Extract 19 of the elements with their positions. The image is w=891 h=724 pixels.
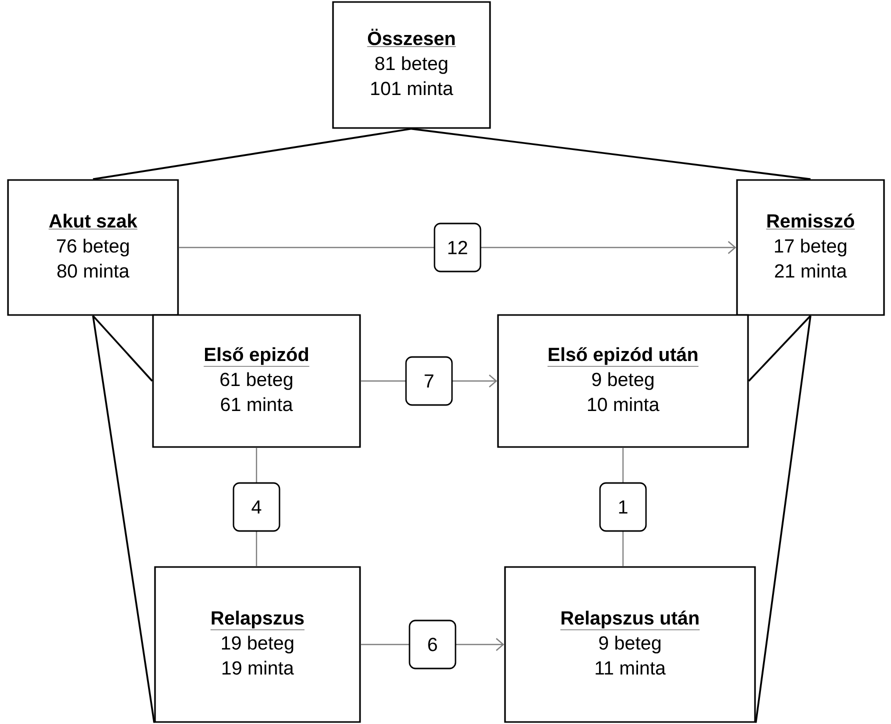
stage-box: Relapszus 19 beteg 19 minta [154, 566, 361, 723]
count-box: 1 [599, 482, 647, 532]
stage-box: Remisszó 17 beteg 21 minta [736, 179, 885, 316]
stage-box: Első epizód 61 beteg 61 minta [152, 314, 361, 448]
stage-box: Akut szak 76 beteg 80 minta [7, 179, 179, 316]
connector [92, 316, 156, 723]
count-box: 6 [408, 620, 456, 670]
stage-box: Első epizód után 9 beteg 10 minta [497, 314, 749, 448]
connector [754, 316, 812, 723]
count-box: 12 [434, 222, 482, 272]
count-box: 4 [232, 482, 280, 532]
connector [748, 315, 812, 382]
stage-box: Relapszus után 9 beteg 11 minta [504, 566, 756, 723]
connector [92, 315, 153, 382]
stage-box: Összesen 81 beteg 101 minta [332, 1, 491, 129]
connector [411, 128, 811, 180]
count-box: 7 [405, 356, 453, 406]
connector [178, 241, 736, 254]
connector [92, 128, 412, 180]
